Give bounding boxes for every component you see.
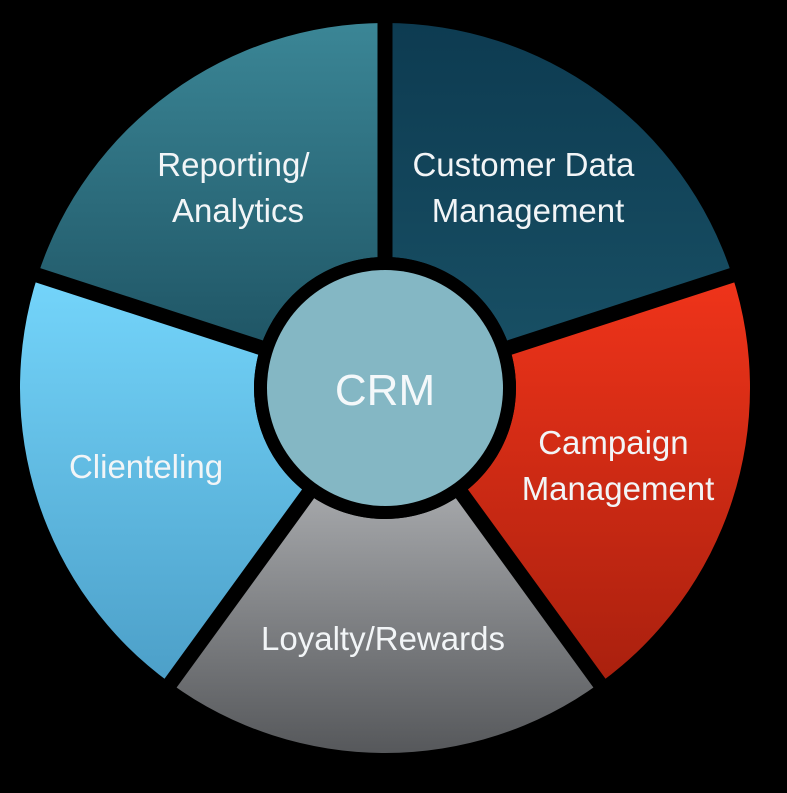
center-hub [267, 270, 503, 506]
segment-loyalty-rewards [170, 493, 600, 754]
segment-divider [454, 487, 608, 691]
segment-label-customer-data-management: Customer Data Management [412, 146, 643, 229]
segment-divider [162, 487, 316, 691]
segment-label-reporting-analytics: Reporting/ Analytics [157, 146, 318, 229]
segment-reporting-analytics [37, 23, 385, 348]
segment-customer-data-management [385, 23, 733, 348]
segment-label-loyalty-rewards: Loyalty/Rewards [261, 620, 505, 657]
segment-label-clienteling: Clienteling [69, 448, 223, 485]
center-label: CRM [335, 366, 435, 415]
segment-divider [31, 266, 265, 356]
segment-label-campaign-management: Campaign Management [522, 424, 715, 507]
segment-divider [505, 266, 739, 356]
